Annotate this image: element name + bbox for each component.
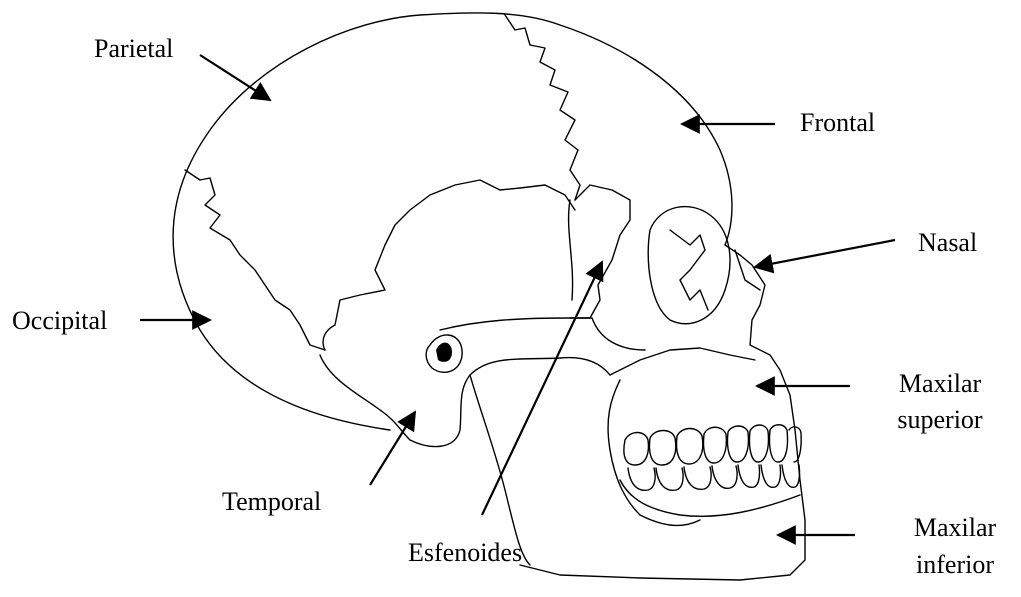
label-maxilar-inferior-line1: Maxilar [895, 513, 1015, 543]
face-profile [520, 245, 805, 580]
label-temporal: Temporal [222, 487, 321, 517]
arrow-temporal [370, 412, 415, 485]
cranium-outline [173, 13, 732, 430]
label-frontal: Frontal [800, 108, 875, 138]
label-parietal: Parietal [94, 34, 173, 64]
label-maxilar-superior-line1: Maxilar [880, 369, 1000, 399]
arrow-nasal [755, 240, 895, 267]
lower-teeth [628, 465, 800, 490]
mandible-outline [470, 375, 530, 565]
label-maxilar-inferior-line2: inferior [895, 550, 1015, 580]
lambdoid-suture [185, 170, 325, 350]
orbit-outline [648, 207, 730, 324]
ear-canal-fill [436, 343, 452, 362]
arrow-parietal [200, 55, 270, 100]
label-esfenoides: Esfenoides [408, 538, 522, 568]
sphenoid-outline [570, 185, 630, 318]
label-occipital: Occipital [12, 306, 107, 336]
label-maxilar-superior-line2: superior [880, 405, 1000, 435]
zygomatic-arch [440, 318, 645, 350]
arrow-esfenoides [482, 262, 602, 515]
coronal-suture [505, 15, 580, 200]
mastoid-outline [320, 355, 610, 447]
upper-teeth [624, 425, 801, 465]
squamosal-suture [323, 180, 575, 350]
label-nasal: Nasal [918, 228, 977, 258]
